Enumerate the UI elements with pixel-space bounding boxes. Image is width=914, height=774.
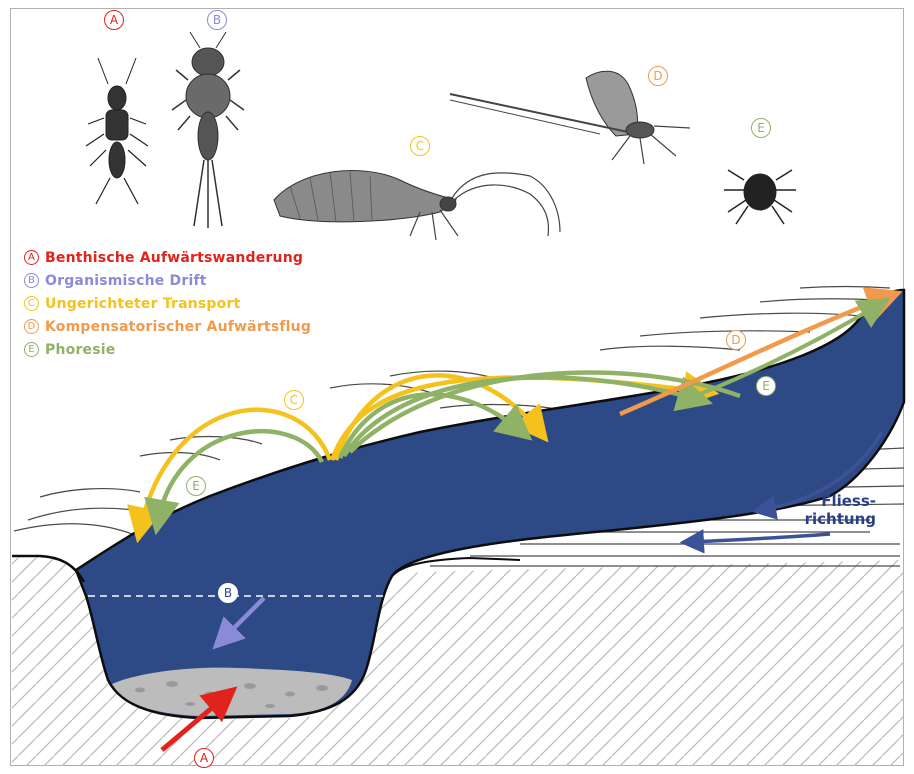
flow-arrow-lower xyxy=(690,534,830,542)
legend-label-E: Phoresie xyxy=(45,342,115,358)
legend: A Benthische Aufwärtswanderung B Organis… xyxy=(24,246,311,361)
insect-E-mite xyxy=(724,170,796,224)
insect-tag-E: E xyxy=(751,118,771,138)
legend-item-D: D Kompensatorischer Aufwärtsflug xyxy=(24,315,311,338)
legend-label-A: Benthische Aufwärtswanderung xyxy=(45,250,303,266)
insect-C-caddisfly xyxy=(274,170,560,240)
legend-label-C: Ungerichteter Transport xyxy=(45,296,240,312)
legend-marker-A: A xyxy=(24,250,39,265)
flow-label-line2: richtung xyxy=(780,510,876,528)
diagram-tag-D: D xyxy=(726,330,746,350)
insect-tag-A: A xyxy=(104,10,124,30)
insect-A-stonefly-larva xyxy=(86,58,148,204)
legend-item-A: A Benthische Aufwärtswanderung xyxy=(24,246,311,269)
legend-item-E: E Phoresie xyxy=(24,338,311,361)
insect-tag-C: C xyxy=(410,136,430,156)
diagram-tag-E-left: E xyxy=(186,476,206,496)
flow-direction-label: Fliess- richtung xyxy=(780,492,876,528)
insect-B-mayfly-larva xyxy=(172,32,244,228)
legend-item-C: C Ungerichteter Transport xyxy=(24,292,311,315)
legend-label-B: Organismische Drift xyxy=(45,273,207,289)
flow-label-line1: Fliess- xyxy=(780,492,876,510)
legend-marker-D: D xyxy=(24,319,39,334)
diagram-tag-C: C xyxy=(284,390,304,410)
legend-marker-E: E xyxy=(24,342,39,357)
legend-label-D: Kompensatorischer Aufwärtsflug xyxy=(45,319,311,335)
legend-item-B: B Organismische Drift xyxy=(24,269,311,292)
insect-tag-D: D xyxy=(648,66,668,86)
diagram-tag-A: A xyxy=(194,748,214,768)
insect-tag-B: B xyxy=(207,10,227,30)
legend-marker-B: B xyxy=(24,273,39,288)
diagram-tag-E-right: E xyxy=(756,376,776,396)
diagram-tag-B: B xyxy=(218,583,238,603)
legend-marker-C: C xyxy=(24,296,39,311)
